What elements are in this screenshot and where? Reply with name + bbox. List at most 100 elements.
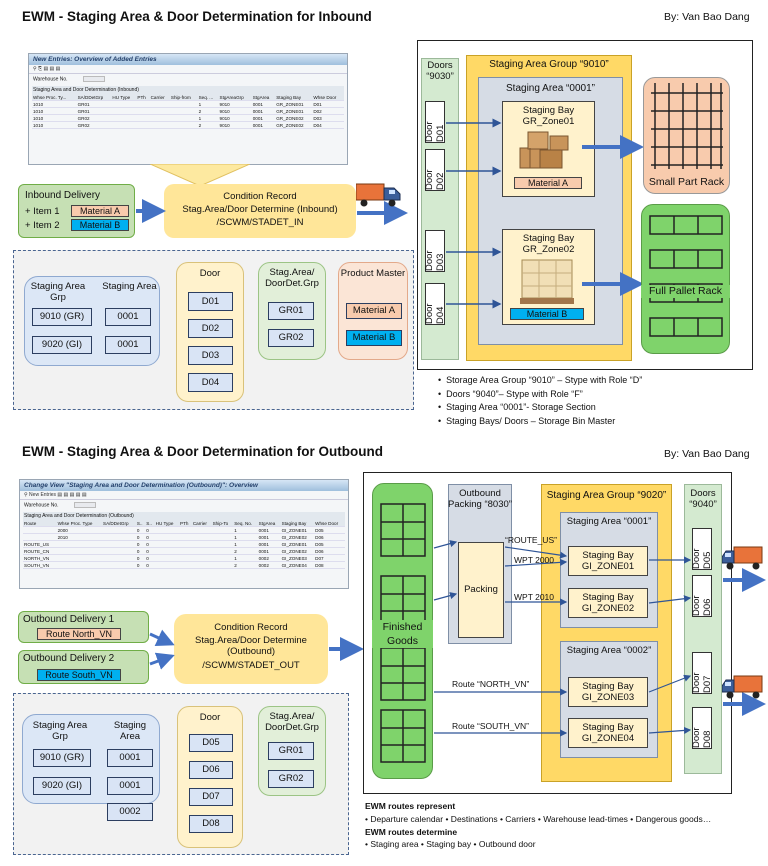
out-condition-line1: Condition Record xyxy=(214,622,288,633)
outbound-sap-toolbar[interactable]: ⚲ New Entries ▤ ▤ ▤ ▤ ▤ xyxy=(20,491,348,500)
door-node-d02[interactable]: D02 xyxy=(188,319,233,338)
table-cell: 2000 xyxy=(56,526,102,535)
table-cell xyxy=(102,547,136,556)
inbound-notes: • Storage Area Group “9010” – Stype with… xyxy=(438,374,642,428)
column-header[interactable]: StgArea xyxy=(251,94,276,102)
table-cell xyxy=(56,554,102,563)
door-node-d08[interactable]: D08 xyxy=(189,815,233,833)
notes-heading-1: EWM routes represent xyxy=(365,801,456,811)
column-header[interactable]: Carrier xyxy=(191,520,212,528)
column-header[interactable]: Seq. No. xyxy=(233,520,258,528)
table-cell: D06 xyxy=(314,547,345,556)
table-cell xyxy=(191,547,212,556)
outbound-table-title: Staging Area and Door Determination (Out… xyxy=(23,512,345,521)
table-cell: 0 xyxy=(135,554,146,563)
door-node-d07[interactable]: D07 xyxy=(189,788,233,806)
column-header[interactable]: Ship-To xyxy=(211,520,234,528)
layout-door-d08: Door D08 xyxy=(691,707,713,749)
column-header[interactable]: HU Type xyxy=(154,520,179,528)
column-header[interactable]: SA/DDetGrp xyxy=(76,94,112,102)
sag-node-9010[interactable]: 9010 (GR) xyxy=(32,308,92,326)
table-cell: D03 xyxy=(312,114,344,123)
layout-door-d06: Door D06 xyxy=(691,575,713,617)
column-header[interactable]: S.. xyxy=(145,520,155,528)
inbound-table-title: Staging Area and Door Determination (Inb… xyxy=(32,86,344,95)
sag-node-9020[interactable]: 9020 (GI) xyxy=(32,336,92,354)
note-text: Doors “9040”– Stype with Role “F” xyxy=(446,388,583,399)
table-cell xyxy=(154,554,179,563)
door-node-d06[interactable]: D06 xyxy=(189,761,233,779)
layout-door-d01: Door D01 xyxy=(424,101,446,143)
column-header[interactable]: Seq. ... xyxy=(197,94,219,102)
pm-material-b[interactable]: Material B xyxy=(346,330,402,346)
out-condition-line2: Stag.Area/Door Determine (Outbound) xyxy=(195,635,307,658)
out-sag-node-9020[interactable]: 9020 (GI) xyxy=(33,777,91,795)
door-node-d03[interactable]: D03 xyxy=(188,346,233,365)
warehouse-field[interactable]: Warehouse No. xyxy=(29,74,347,84)
door-node-d04[interactable]: D04 xyxy=(188,373,233,392)
sa-node-0001-b[interactable]: 0001 xyxy=(105,336,151,354)
inbound-sap-toolbar[interactable]: ⚲ ⎘ ▤ ▤ ▤ xyxy=(29,65,347,74)
sa-node-0001-a[interactable]: 0001 xyxy=(105,308,151,326)
column-header[interactable]: Whse Door xyxy=(312,94,344,102)
column-header[interactable]: PTh xyxy=(179,520,192,528)
table-cell xyxy=(111,107,137,116)
column-header[interactable]: StgAreaGrp xyxy=(218,94,252,102)
table-cell xyxy=(136,121,150,130)
table-cell xyxy=(136,100,150,109)
table-cell xyxy=(149,114,170,123)
column-header[interactable]: Staging Bay xyxy=(280,520,315,528)
table-cell xyxy=(102,540,136,549)
out-sa-node-0002[interactable]: 0002 xyxy=(107,803,153,821)
table-cell: 9010 xyxy=(218,121,252,130)
column-header[interactable]: Carrier xyxy=(149,94,170,102)
door-node-d05[interactable]: D05 xyxy=(189,734,233,752)
table-cell xyxy=(23,526,57,535)
column-header[interactable]: SA/DDetGrp xyxy=(102,520,136,528)
bay-gi-zone02: Staging Bay GI_ZONE02 xyxy=(568,588,648,618)
column-header[interactable]: Ship-from xyxy=(169,94,198,102)
out-sa-node-0001-b[interactable]: 0001 xyxy=(107,777,153,795)
out-ddg-node-gr01[interactable]: GR01 xyxy=(268,742,314,760)
column-header[interactable]: Whse Door xyxy=(314,520,345,528)
outbound-door-title: Door xyxy=(199,712,221,723)
table-cell xyxy=(102,561,136,570)
note-1: • Storage Area Group “9010” – Stype with… xyxy=(438,375,643,385)
pm-material-a[interactable]: Material A xyxy=(346,303,402,319)
column-header[interactable]: Whse Proc. Ty... xyxy=(32,94,77,102)
layout-door-d02: Door D02 xyxy=(424,149,446,191)
column-header[interactable]: Staging Bay xyxy=(275,94,313,102)
door-node-d01[interactable]: D01 xyxy=(188,292,233,311)
out-sag-node-9010[interactable]: 9010 (GR) xyxy=(33,749,91,767)
table-cell: 0002 xyxy=(257,554,281,563)
ddg-node-gr01[interactable]: GR01 xyxy=(268,302,314,320)
ddg-node-gr02[interactable]: GR02 xyxy=(268,329,314,347)
inbound-sa-title: Staging Area xyxy=(102,281,157,292)
warehouse-field-out[interactable]: Warehouse No. xyxy=(20,500,348,510)
out-ddg-node-gr02[interactable]: GR02 xyxy=(268,770,314,788)
table-cell: 9010 xyxy=(218,107,252,116)
callout-tail xyxy=(150,164,250,186)
column-header[interactable]: PTh xyxy=(136,94,150,102)
column-header[interactable]: Route xyxy=(23,520,57,528)
table-cell xyxy=(191,540,212,549)
route-us-label: “ROUTE_US” xyxy=(505,535,557,545)
column-header[interactable]: S.. xyxy=(135,520,146,528)
out-sa-node-0001-a[interactable]: 0001 xyxy=(107,749,153,767)
note-text: Storage Area Group “9010” – Stype with R… xyxy=(446,375,643,385)
column-header[interactable]: Whse Proc. Type xyxy=(56,520,102,528)
column-header[interactable]: HU Type xyxy=(111,94,137,102)
table-cell xyxy=(149,121,170,130)
column-header[interactable]: StgArea xyxy=(257,520,281,528)
small-part-rack xyxy=(643,77,730,194)
